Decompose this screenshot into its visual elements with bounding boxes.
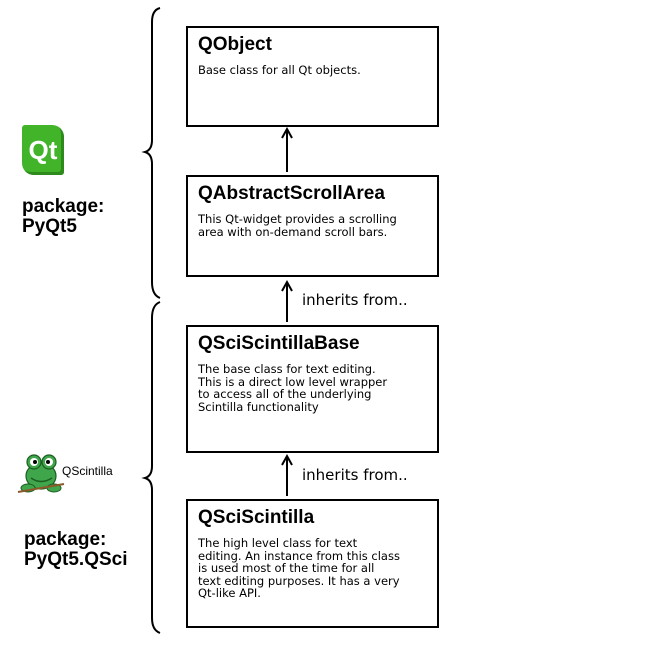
class-description: The base class for text editing. This is… xyxy=(198,362,388,414)
package-group-qsci: QScintilla package: PyQt5.QSci xyxy=(16,448,128,570)
relation-label-3: inherits from.. xyxy=(302,466,408,484)
qscintilla-frog-logo-icon xyxy=(17,454,65,493)
class-description: Base class for all Qt objects. xyxy=(198,63,361,77)
package-label-pyqt5-qsci: package: PyQt5.QSci xyxy=(24,529,128,570)
inheritance-arrow-2 xyxy=(281,279,293,322)
qscintilla-logo-text: QScintilla xyxy=(62,464,113,478)
inheritance-arrow-1 xyxy=(281,126,293,172)
class-box-qsciscintillabase: QSciScintillaBase The base class for tex… xyxy=(186,325,439,453)
package-label-pyqt5: package: PyQt5 xyxy=(22,196,105,237)
inheritance-arrow-3 xyxy=(281,453,293,496)
qsci-brace xyxy=(141,301,161,634)
class-title: QAbstractScrollArea xyxy=(198,183,385,204)
class-box-qobject: QObject Base class for all Qt objects. xyxy=(186,26,439,127)
class-box-qabstractscrollarea: QAbstractScrollArea This Qt-widget provi… xyxy=(186,175,439,277)
class-title: QSciScintillaBase xyxy=(198,333,360,354)
class-description: The high level class for text editing. A… xyxy=(198,536,400,601)
relation-label-2: inherits from.. xyxy=(302,291,408,309)
class-box-qsciscintilla: QSciScintilla The high level class for t… xyxy=(186,499,439,628)
qt-logo-icon: Qt xyxy=(22,125,64,175)
package-group-pyqt5: Qt package: PyQt5 xyxy=(22,125,104,237)
pyqt5-brace xyxy=(141,7,161,299)
class-title: QObject xyxy=(198,34,272,55)
class-description: This Qt-widget provides a scrolling area… xyxy=(198,212,397,239)
class-title: QSciScintilla xyxy=(198,507,315,528)
